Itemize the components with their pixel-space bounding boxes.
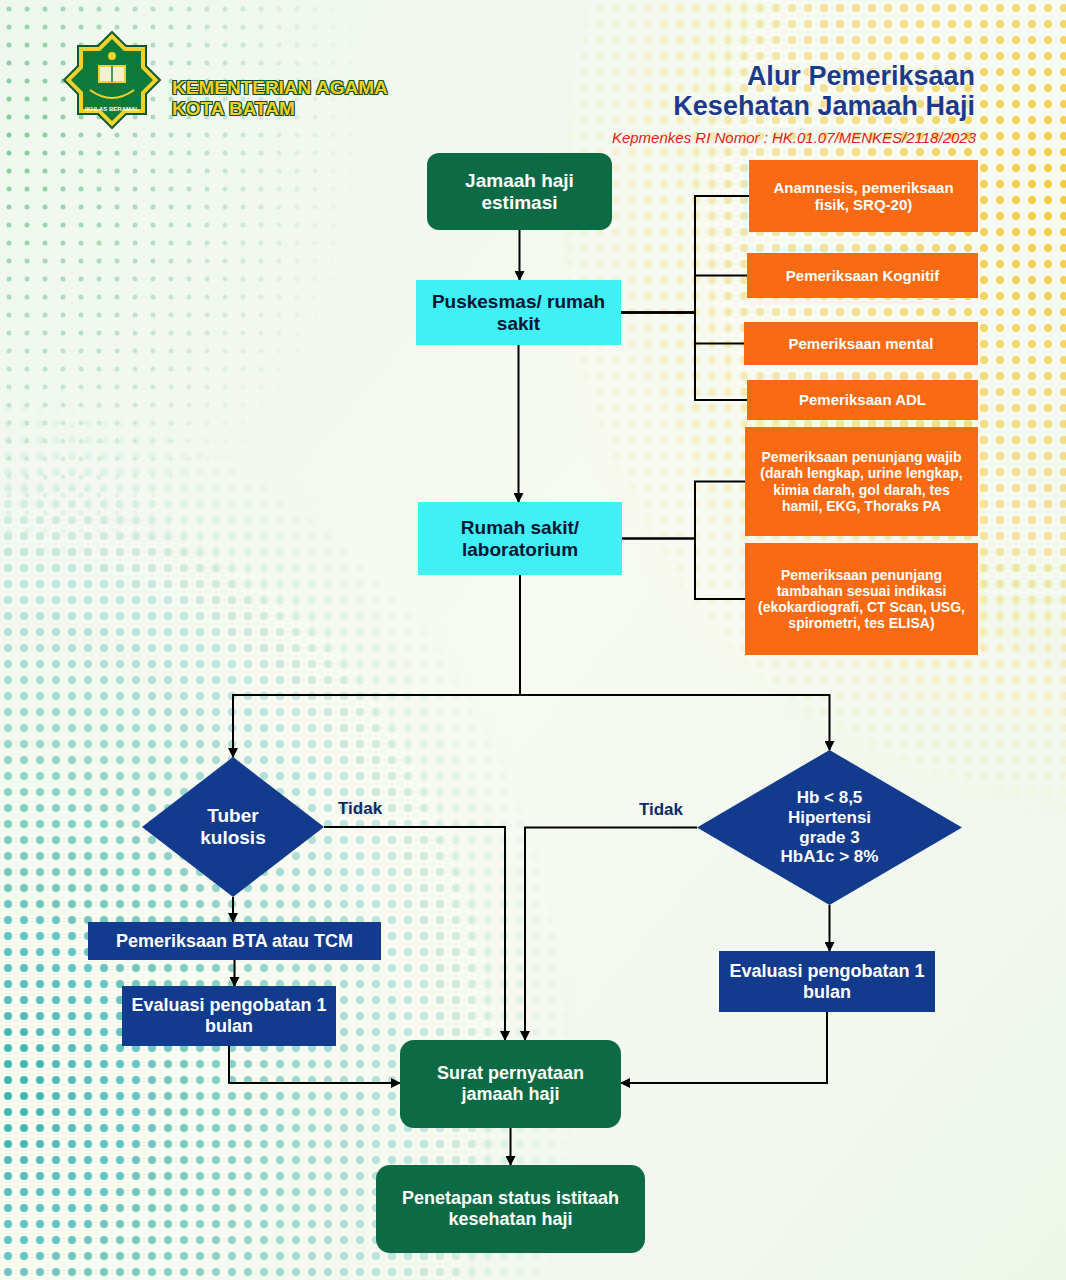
connector — [510, 1128, 512, 1165]
connector — [232, 897, 234, 922]
connector — [621, 313, 744, 344]
connector — [519, 230, 521, 280]
exam-box: Pemeriksaan penunjang tambahan sesuai in… — [745, 543, 978, 655]
connector — [518, 345, 520, 502]
node-text: Puskesmas/ rumah sakit — [429, 291, 609, 335]
connector — [234, 960, 236, 986]
process-box: Puskesmas/ rumah sakit — [416, 280, 621, 345]
connector — [621, 1012, 827, 1083]
exam-box: Pemeriksaan mental — [744, 322, 978, 365]
ministry-name: KEMENTERIAN AGAMA KOTA BATAM — [172, 78, 422, 120]
connector — [621, 313, 747, 401]
title: Alur Pemeriksaan Kesehatan Jamaah Haji — [635, 62, 975, 121]
connector — [229, 1046, 400, 1083]
connector — [525, 828, 697, 1041]
node-text: Pemeriksaan Kognitif — [786, 267, 939, 284]
node-text: Penetapan status istitaah kesehatan haji — [391, 1188, 631, 1229]
node-text: Pemeriksaan BTA atau TCM — [116, 931, 353, 952]
node-text: Pemeriksaan ADL — [799, 391, 926, 408]
edge-label: Tidak — [639, 800, 683, 820]
decree-number: Kepmenkes RI Nomor : HK.01.07/MENKES/211… — [520, 130, 976, 147]
process-box: Evaluasi pengobatan 1 bulan — [719, 951, 935, 1012]
decision-diamond: Hb < 8,5 Hipertensi grade 3 HbA1c > 8% — [697, 750, 962, 905]
ministry-logo — [64, 32, 160, 128]
decision-diamond: Tuber kulosis — [142, 757, 324, 897]
node-text: Pemeriksaan mental — [788, 335, 933, 352]
node-text: Evaluasi pengobatan 1 bulan — [130, 995, 328, 1036]
exam-box: Pemeriksaan ADL — [747, 380, 978, 420]
connector — [622, 482, 745, 539]
node-text: Rumah sakit/ laboratorium — [428, 517, 613, 561]
edge-label: Tidak — [338, 799, 382, 819]
process-box: Rumah sakit/ laboratorium — [418, 502, 622, 575]
end-box: Penetapan status istitaah kesehatan haji — [376, 1165, 645, 1253]
node-text: Evaluasi pengobatan 1 bulan — [727, 961, 927, 1002]
node-text: Surat pernyataan jamaah haji — [416, 1063, 606, 1104]
exam-box: Pemeriksaan penunjang wajib (darah lengk… — [745, 427, 978, 536]
node-text: Pemeriksaan penunjang tambahan sesuai in… — [753, 567, 970, 631]
connector — [622, 539, 745, 600]
node-text: Hb < 8,5 Hipertensi grade 3 HbA1c > 8% — [774, 788, 886, 866]
connector — [621, 276, 747, 313]
result-box: Surat pernyataan jamaah haji — [400, 1040, 621, 1128]
connector — [829, 905, 831, 951]
connector — [621, 196, 749, 313]
process-box: Pemeriksaan BTA atau TCM — [88, 922, 381, 960]
node-text: Anamnesis, pemeriksaan fisik, SRQ-20) — [761, 179, 966, 214]
process-box: Evaluasi pengobatan 1 bulan — [122, 986, 336, 1046]
title-block: Alur Pemeriksaan Kesehatan Jamaah Haji — [635, 62, 975, 121]
exam-box: Anamnesis, pemeriksaan fisik, SRQ-20) — [749, 160, 978, 232]
start-box: Jamaah haji estimasi — [427, 153, 612, 230]
logo-motto: IKHLAS BERAMAL — [84, 106, 140, 113]
exam-box: Pemeriksaan Kognitif — [747, 253, 978, 298]
node-text: Pemeriksaan penunjang wajib (darah lengk… — [753, 449, 970, 513]
node-text: Tuber kulosis — [193, 805, 273, 849]
connector — [233, 575, 520, 757]
node-text: Jamaah haji estimasi — [445, 170, 595, 214]
